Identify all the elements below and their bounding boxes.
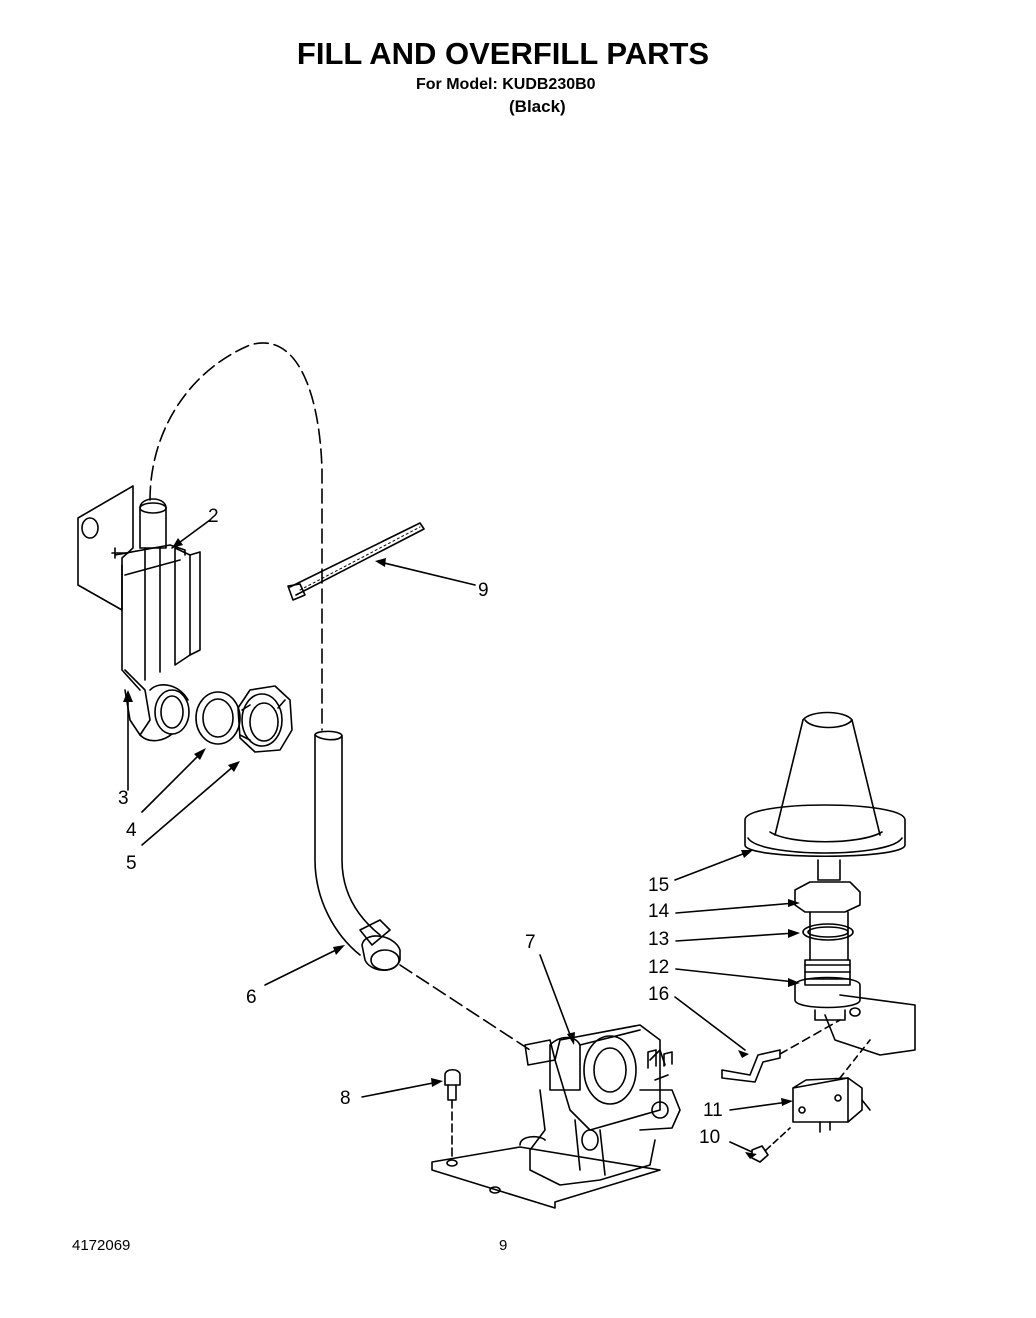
- screw-part-8: [444, 1068, 461, 1161]
- callout-3: 3: [118, 788, 129, 809]
- micro-switch-part: [792, 1039, 871, 1133]
- page-number: 9: [499, 1237, 508, 1254]
- callout-11: 11: [703, 1100, 723, 1121]
- hose-to-valve-dashed-line: [399, 964, 531, 1051]
- callout-10: 10: [699, 1127, 720, 1148]
- hose-part: [314, 730, 401, 971]
- color-line: (Black): [509, 97, 566, 116]
- callout-6: 6: [246, 987, 257, 1008]
- document-number: 4172069: [72, 1237, 131, 1254]
- callout-8: 8: [340, 1088, 351, 1109]
- screw-part-10: [751, 1127, 791, 1163]
- float-part: [744, 711, 906, 858]
- callout-16: 16: [648, 984, 669, 1005]
- callout-7: 7: [525, 932, 536, 953]
- callout-5: 5: [126, 853, 137, 874]
- leader-lines: [127, 519, 796, 1153]
- cable-tie-part: [287, 522, 425, 601]
- fill-funnel-part: [77, 485, 201, 742]
- callout-13: 13: [648, 929, 669, 950]
- callout-15: 15: [648, 875, 669, 896]
- model-line: For Model: KUDB230B0: [416, 76, 596, 93]
- gasket-part: [195, 691, 241, 745]
- page-title: FILL AND OVERFILL PARTS: [296, 36, 710, 71]
- callout-9: 9: [478, 580, 489, 601]
- nut-part: [237, 685, 293, 753]
- callout-14: 14: [648, 901, 670, 922]
- callout-4: 4: [126, 820, 137, 841]
- callout-2: 2: [208, 506, 219, 527]
- hose-route-dashed-line: [149, 342, 323, 731]
- float-stem-part: [794, 859, 916, 1056]
- callout-12: 12: [648, 957, 669, 978]
- lever-part: [721, 1019, 841, 1083]
- arrowheads: [123, 538, 800, 1159]
- water-valve-part: [431, 1024, 681, 1209]
